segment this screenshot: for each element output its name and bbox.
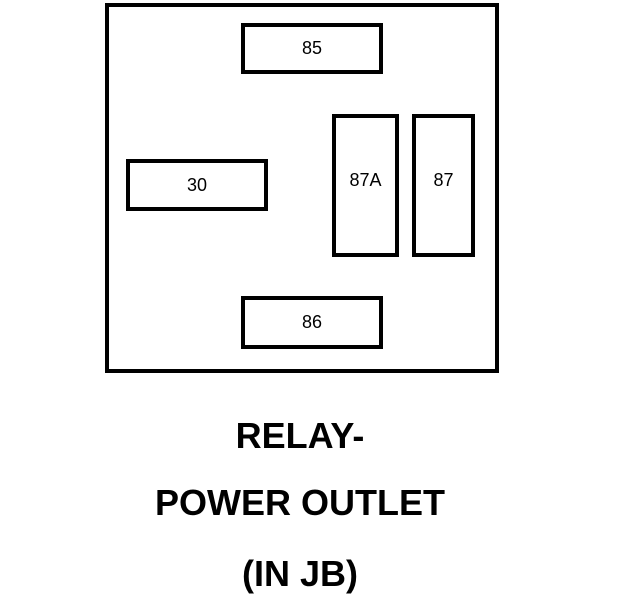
terminal-30: 30 xyxy=(126,159,268,211)
terminal-86-label: 86 xyxy=(301,312,323,332)
terminal-87: 87 xyxy=(412,114,475,257)
terminal-87a: 87A xyxy=(332,114,399,257)
terminal-85-label: 85 xyxy=(301,38,323,58)
caption-line-1: RELAY- xyxy=(235,415,365,456)
terminal-87-label: 87 xyxy=(433,170,454,190)
caption-line-2: POWER OUTLET xyxy=(155,482,445,523)
terminal-86: 86 xyxy=(241,296,383,349)
terminal-87a-label: 87A xyxy=(349,170,382,190)
terminal-85: 85 xyxy=(241,23,383,74)
caption-line-3: (IN JB) xyxy=(242,553,358,594)
terminal-30-label: 30 xyxy=(186,174,208,195)
